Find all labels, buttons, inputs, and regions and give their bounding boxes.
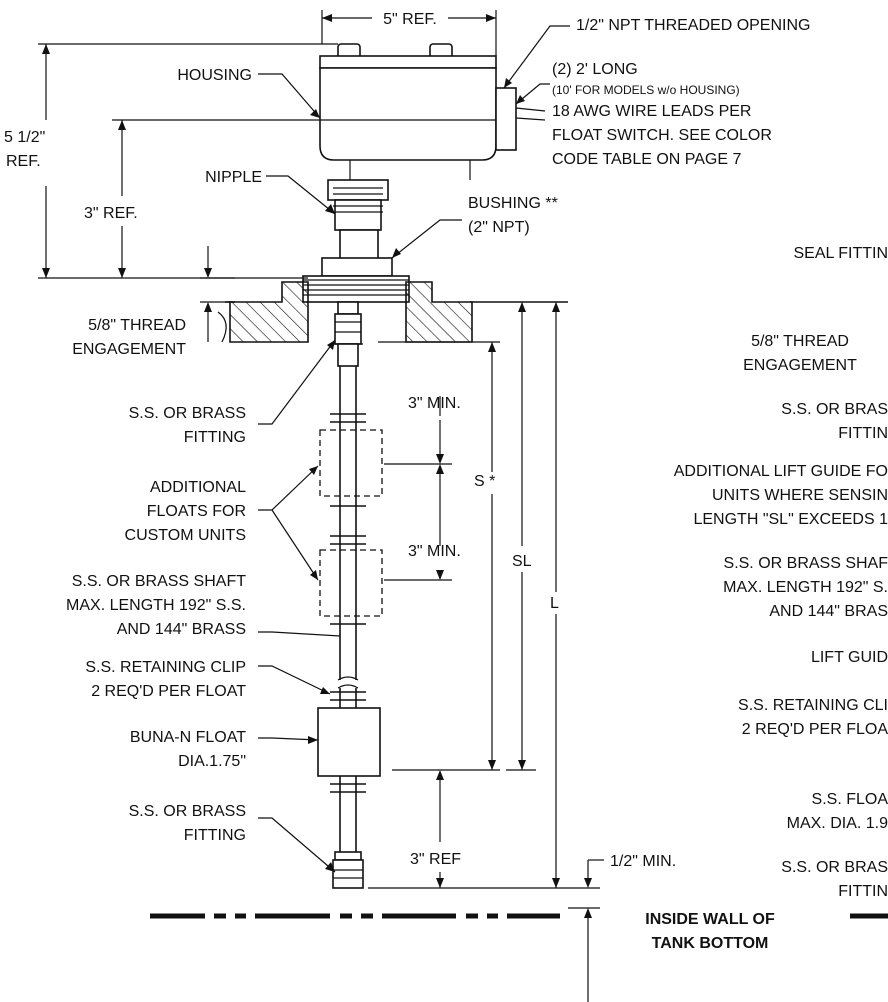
nipple-drawing xyxy=(327,179,389,261)
label-housing: HOUSING xyxy=(177,67,252,84)
label-nipple: NIPPLE xyxy=(205,169,262,186)
label-leads-3: 18 AWG WIRE LEADS PER xyxy=(552,103,751,120)
dim-l: L xyxy=(550,595,559,612)
label-fitting-top-1: S.S. OR BRASS xyxy=(129,405,246,422)
label-leads-2: (10' FOR MODELS w/o HOUSING) xyxy=(552,83,740,97)
label-lift-guide-2: UNITS WHERE SENSIN xyxy=(712,487,888,504)
dim-5-half-ref-2: REF. xyxy=(6,153,41,170)
shaft-assembly-drawing xyxy=(317,301,383,889)
dim-3-ref: 3" REF. xyxy=(84,205,138,222)
label-right-fitting-bot-1: S.S. OR BRAS xyxy=(781,859,888,876)
label-leads-1: (2) 2' LONG xyxy=(552,61,638,78)
leader-lines xyxy=(258,25,570,873)
label-clip-1: S.S. RETAINING CLIP xyxy=(85,659,246,676)
label-right-thread-2: ENGAGEMENT xyxy=(743,357,857,374)
dim-5-ref: 5" REF. xyxy=(383,11,437,28)
label-floats-3: CUSTOM UNITS xyxy=(125,527,246,544)
tank-top-drawing xyxy=(217,281,568,343)
label-float-2: DIA.1.75" xyxy=(178,753,246,770)
label-right-float-2: MAX. DIA. 1.9 xyxy=(787,815,888,832)
label-bushing-2: (2" NPT) xyxy=(468,219,530,236)
label-lift-guide-3: LENGTH "SL" EXCEEDS 1 xyxy=(693,511,888,528)
label-thread-1: 5/8" THREAD xyxy=(88,317,186,334)
dim-5-half-ref-1: 5 1/2" xyxy=(4,129,45,146)
label-tank-bottom-1: INSIDE WALL OF xyxy=(645,911,775,928)
label-fitting-top-2: FITTING xyxy=(184,429,246,446)
left-labels: 5" REF. 1/2" NPT THREADED OPENING HOUSIN… xyxy=(4,11,810,952)
label-floats-2: FLOATS FOR xyxy=(147,503,246,520)
label-shaft-3: AND 144" BRASS xyxy=(117,621,246,638)
label-right-fitting-top-1: S.S. OR BRAS xyxy=(781,401,888,418)
label-right-shaft-2: MAX. LENGTH 192" S. xyxy=(723,579,888,596)
label-right-lift-guide: LIFT GUID xyxy=(811,649,888,666)
label-right-clip-1: S.S. RETAINING CLI xyxy=(738,697,888,714)
label-leads-4: FLOAT SWITCH. SEE COLOR xyxy=(552,127,772,144)
label-thread-2: ENGAGEMENT xyxy=(72,341,186,358)
dim-sl: SL xyxy=(512,553,532,570)
label-shaft-1: S.S. OR BRASS SHAFT xyxy=(72,573,246,590)
housing-drawing xyxy=(319,43,546,180)
label-fitting-bot-1: S.S. OR BRASS xyxy=(129,803,246,820)
right-labels: SEAL FITTIN 5/8" THREAD ENGAGEMENT S.S. … xyxy=(674,245,888,900)
dim-3-min-1: 3" MIN. xyxy=(408,395,461,412)
label-float-1: BUNA-N FLOAT xyxy=(130,729,246,746)
label-tank-bottom-2: TANK BOTTOM xyxy=(652,935,769,952)
bushing-drawing xyxy=(302,257,410,303)
label-shaft-2: MAX. LENGTH 192" S.S. xyxy=(66,597,246,614)
label-floats-1: ADDITIONAL xyxy=(150,479,246,496)
label-fitting-bot-2: FITTING xyxy=(184,827,246,844)
label-leads-5: CODE TABLE ON PAGE 7 xyxy=(552,151,741,168)
dim-3-min-2: 3" MIN. xyxy=(408,543,461,560)
label-bushing-1: BUSHING ** xyxy=(468,195,558,212)
right-dimension-lines xyxy=(368,302,604,1002)
label-right-float-1: S.S. FLOA xyxy=(812,791,888,808)
label-right-fitting-top-2: FITTIN xyxy=(838,425,888,442)
label-right-clip-2: 2 REQ'D PER FLOA xyxy=(742,721,888,738)
label-right-fitting-bot-2: FITTIN xyxy=(838,883,888,900)
label-right-thread-1: 5/8" THREAD xyxy=(751,333,849,350)
label-seal-fitting: SEAL FITTIN xyxy=(793,245,888,262)
left-dimension-lines xyxy=(38,10,497,342)
dim-3-ref-bottom: 3" REF xyxy=(410,851,461,868)
label-lift-guide-1: ADDITIONAL LIFT GUIDE FO xyxy=(674,463,888,480)
label-right-shaft-3: AND 144" BRAS xyxy=(769,603,888,620)
dim-half-min: 1/2" MIN. xyxy=(610,853,676,870)
label-threaded-opening: 1/2" NPT THREADED OPENING xyxy=(576,17,810,34)
label-clip-2: 2 REQ'D PER FLOAT xyxy=(91,683,246,700)
label-right-shaft-1: S.S. OR BRASS SHAF xyxy=(724,555,888,572)
dim-s: S * xyxy=(474,473,495,490)
